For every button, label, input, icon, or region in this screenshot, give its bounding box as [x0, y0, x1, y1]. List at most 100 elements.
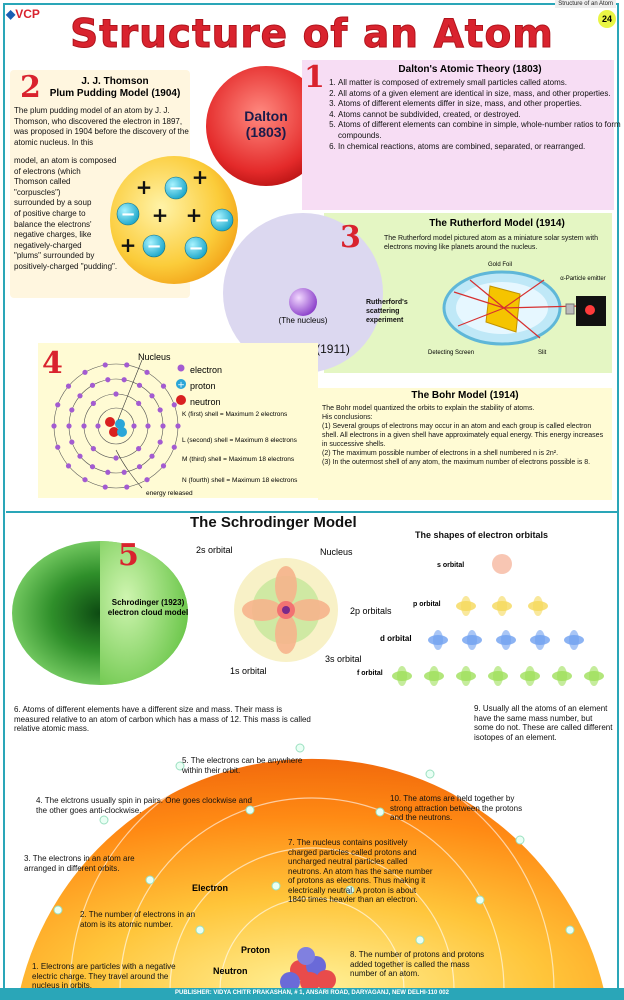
- bohr-electron: [136, 464, 143, 470]
- svg-text:+: +: [136, 175, 153, 199]
- legend-proton: proton: [190, 381, 216, 391]
- row-s: s orbital: [437, 562, 465, 569]
- thomson-text-line: negative charges, like: [14, 230, 92, 240]
- svg-text:+: +: [192, 165, 209, 189]
- bohr-electron: [149, 453, 155, 459]
- thomson-text-line: of positive charge to: [14, 208, 86, 218]
- orbital-lobe: [589, 666, 599, 686]
- orbital-lobe: [497, 596, 507, 616]
- thomson-heading-model: Plum Pudding Model (1904): [49, 88, 181, 99]
- thomson-heading-name: J. J. Thomson: [81, 76, 149, 87]
- dalton-points: All matter is composed of extremely smal…: [324, 78, 622, 152]
- thomson-text-line: "corpuscles"): [14, 187, 61, 197]
- fact-10: 10. The atoms are held together by stron…: [390, 794, 523, 822]
- dalton-panel: [302, 60, 614, 210]
- plum-pudding-diagram: −−−−− +++++: [110, 156, 238, 284]
- shell-k: K (first) shell = Maximum 2 electrons: [182, 411, 288, 418]
- orbital-lobe: [525, 666, 535, 686]
- bohr-electron: [81, 423, 87, 429]
- bohr-text-panel: [318, 388, 612, 500]
- bohr-electron: [82, 369, 88, 375]
- bohr-electron: [89, 464, 96, 470]
- orbital-lobe: [467, 630, 477, 650]
- bohr-electron: [82, 477, 88, 483]
- bohr-electron: [157, 407, 163, 413]
- thomson-text-line: positively-charged "pudding".: [14, 261, 118, 271]
- legend-electron: electron: [190, 365, 223, 375]
- bohr-electron: [160, 463, 167, 469]
- bohr-electron: [145, 423, 151, 429]
- energy-released-label: energy released: [146, 490, 193, 497]
- orbital-lobe: [461, 666, 471, 686]
- bohr-electron: [89, 382, 96, 388]
- bohr-atom-diagram: [51, 360, 181, 490]
- bohr-electron: [51, 423, 57, 429]
- rutherford-nucleus-label: (The nucleus): [278, 316, 328, 325]
- bohr-text-line: (3) In the outermost shell of any atom, …: [322, 459, 591, 466]
- orbitals-title: The shapes of electron orbitals: [415, 530, 549, 540]
- thomson-text-line: Thomson called: [14, 177, 71, 187]
- fact-7: 7. The nucleus contains positively charg…: [288, 838, 433, 904]
- orbital-lobe: [433, 630, 443, 650]
- svg-text:−: −: [188, 238, 203, 259]
- scattering-apparatus: [442, 270, 606, 346]
- scattering-label: Rutherford's scattering experiment: [366, 299, 408, 324]
- label-2s: 2s orbital: [196, 545, 233, 555]
- orbital-lobe: [501, 630, 511, 650]
- bohr-electron: [124, 484, 130, 490]
- bohr-electron: [124, 362, 130, 368]
- bohr-electron: [131, 423, 137, 429]
- svg-text:+: +: [177, 381, 185, 391]
- dalton-point: All matter is composed of extremely smal…: [338, 78, 622, 89]
- bohr-electron: [160, 383, 167, 389]
- fact-9: 9. Usually all the atoms of an element h…: [474, 704, 613, 742]
- proton-label: Proton: [241, 945, 270, 955]
- corner-label: Structure of an Atom: [555, 0, 616, 8]
- cloud-label-name: electron cloud model: [107, 608, 189, 617]
- page-title: Structure of an Atom: [70, 12, 554, 58]
- orbital-lobe: [569, 630, 579, 650]
- bohr-text-line: His conclusions:: [322, 414, 373, 421]
- bohr-electron: [149, 393, 155, 399]
- bohr-electron: [136, 446, 142, 452]
- rutherford-heading: The Rutherford Model (1914): [429, 218, 565, 229]
- dalton-point: Atoms of different elements can combine …: [338, 120, 622, 141]
- dalton-sphere-label: Dalton (1803): [204, 108, 328, 140]
- svg-text:+: +: [120, 233, 137, 257]
- electron-label: Electron: [192, 883, 229, 893]
- orbital-lobe: [461, 596, 471, 616]
- thomson-text-line: negatively-charged: [14, 240, 82, 250]
- bohr-legend: electron proton neutron: [190, 362, 222, 410]
- bohr-electron: [121, 377, 127, 383]
- fact-4: 4. The elctrons usually spin in pairs. O…: [36, 796, 252, 815]
- bohr-electron: [102, 484, 108, 490]
- bohr-electron: [113, 391, 119, 397]
- dalton-point: Atoms of different elements differ in si…: [338, 99, 622, 110]
- bohr-electron: [55, 402, 61, 408]
- rutherford-text: The Rutherford model pictured atom as a …: [384, 235, 598, 251]
- bohr-electron: [144, 369, 150, 375]
- svg-text:+: +: [186, 203, 203, 227]
- bohr-electron: [105, 377, 111, 383]
- label-2p: 2p orbitals: [350, 606, 392, 616]
- dalton-point: All atoms of a given element are identic…: [338, 89, 622, 100]
- bohr-electron: [95, 423, 101, 429]
- bohr-electron: [175, 423, 181, 429]
- publisher-logo: ◆VCP: [6, 7, 40, 21]
- thomson-text-top: The plum pudding model of an atom by J. …: [14, 106, 189, 147]
- bohr-electron: [90, 400, 96, 406]
- schrodinger-title: The Schrodinger Model: [190, 514, 357, 531]
- bohr-electron: [144, 477, 150, 483]
- page-number: 24: [598, 10, 616, 28]
- dalton-point: In chemical reactions, atoms are combine…: [338, 142, 622, 153]
- fact-3: 3. The electrons in an atom are arranged…: [24, 854, 135, 873]
- svg-text:−: −: [146, 236, 161, 257]
- electron-cloud-model: [12, 541, 188, 685]
- bohr-electron: [171, 402, 177, 408]
- rutherford-atom: [223, 213, 383, 373]
- orbital-lobe: [429, 666, 439, 686]
- bohr-electron: [160, 423, 166, 429]
- bohr-electron: [113, 455, 119, 461]
- orbital-shapes: [392, 554, 604, 686]
